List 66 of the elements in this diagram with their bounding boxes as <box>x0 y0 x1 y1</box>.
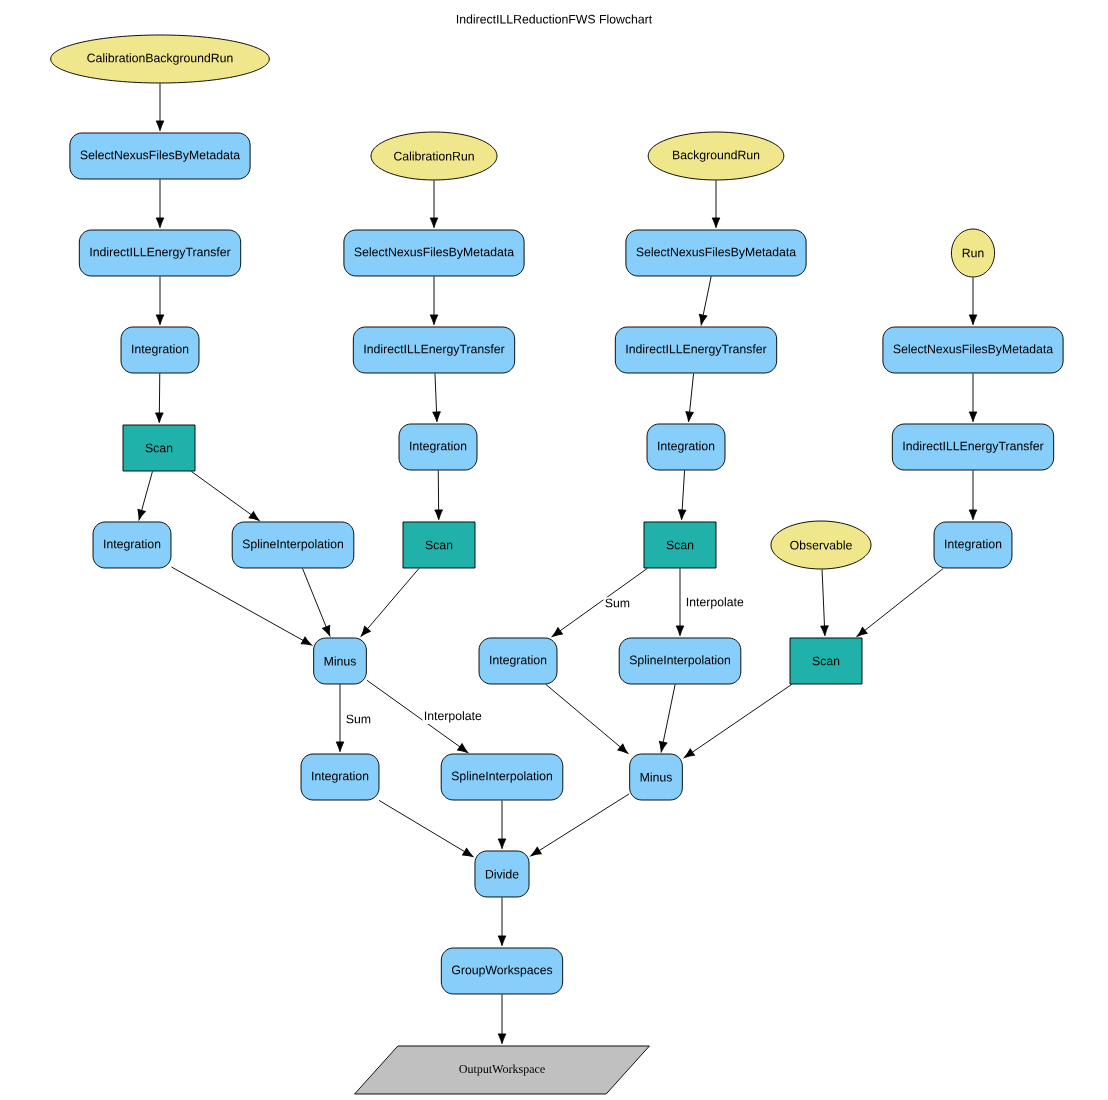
arrow <box>155 179 165 229</box>
arrow <box>545 684 629 754</box>
arrow <box>190 471 260 521</box>
arrow <box>155 276 165 326</box>
arrow <box>658 684 676 753</box>
arrow <box>360 568 420 637</box>
edge-label: Sum <box>605 598 630 608</box>
arrow <box>497 897 507 947</box>
process-box: IndirectILLEnergyTransfer <box>891 423 1055 471</box>
arrow <box>171 566 313 646</box>
process-box: GroupWorkspaces <box>440 947 564 995</box>
process-box: Integration <box>120 326 200 374</box>
scan-box: Scan <box>789 637 863 685</box>
output-parallelogram: OutputWorkspace <box>354 1045 650 1095</box>
process-box: IndirectILLEnergyTransfer <box>78 229 242 277</box>
arrow <box>675 568 685 637</box>
arrow <box>856 568 944 637</box>
arrow <box>302 568 331 637</box>
arrow <box>335 684 345 753</box>
process-box: SelectNexusFilesByMetadata <box>69 132 251 180</box>
scan-box: Scan <box>643 521 717 569</box>
arrow <box>551 568 648 637</box>
arrow <box>155 373 164 424</box>
arrow <box>497 800 507 850</box>
arrow <box>711 180 721 229</box>
process-box: Divide <box>474 850 530 898</box>
process-box: IndirectILLEnergyTransfer <box>614 326 778 374</box>
arrow <box>968 373 978 423</box>
arrow <box>530 793 630 857</box>
process-box: SelectNexusFilesByMetadata <box>625 229 807 277</box>
arrow <box>434 470 443 521</box>
arrow <box>968 277 978 326</box>
arrow <box>378 800 474 858</box>
process-box: Integration <box>300 753 380 801</box>
process-box: SplineInterpolation <box>440 753 564 801</box>
process-box: SelectNexusFilesByMetadata <box>343 229 525 277</box>
process-box: SplineInterpolation <box>618 637 742 685</box>
process-box: Integration <box>646 423 726 471</box>
chart-title: IndirectILLReductionFWS Flowchart <box>456 14 653 24</box>
arrow <box>820 569 829 637</box>
scan-box: Scan <box>122 424 196 472</box>
arrow <box>155 83 165 132</box>
arrow <box>137 471 153 521</box>
arrow <box>429 276 439 326</box>
arrow <box>432 373 441 423</box>
process-box: Integration <box>398 423 478 471</box>
process-box: SelectNexusFilesByMetadata <box>882 326 1064 374</box>
arrow <box>698 276 712 326</box>
arrow <box>429 180 439 229</box>
process-box: IndirectILLEnergyTransfer <box>352 326 516 374</box>
process-box: Integration <box>92 521 172 569</box>
process-box: SplineInterpolation <box>231 521 355 569</box>
arrow <box>677 470 687 521</box>
arrow <box>497 994 507 1045</box>
edge-label: Sum <box>346 714 371 724</box>
process-box: Integration <box>933 521 1013 569</box>
arrow <box>683 684 793 759</box>
process-box: Minus <box>629 753 683 801</box>
arrow <box>968 470 978 521</box>
edge-label: Interpolate <box>686 597 744 609</box>
process-box: Minus <box>313 637 367 685</box>
edge-label: Interpolate <box>424 711 482 723</box>
scan-box: Scan <box>402 521 476 569</box>
arrow <box>685 373 695 423</box>
process-box: Integration <box>478 637 558 685</box>
arrow <box>366 679 469 753</box>
